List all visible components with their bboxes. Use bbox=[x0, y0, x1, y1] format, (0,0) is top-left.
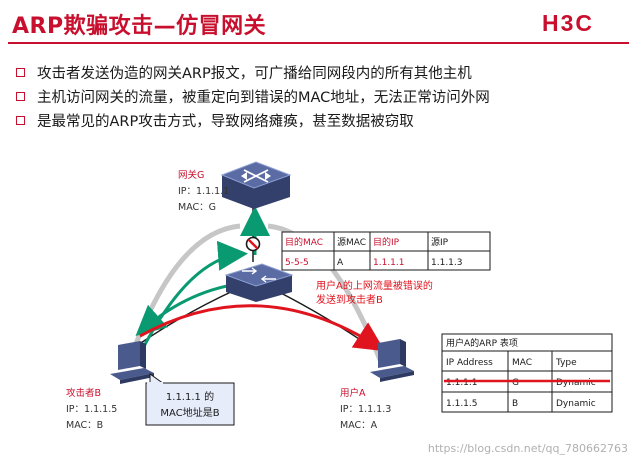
callout-line-2: MAC地址是B bbox=[160, 406, 219, 419]
attacker-mac: MAC：B bbox=[66, 420, 103, 431]
red-flow-arrow bbox=[139, 304, 386, 352]
user-name: 用户A bbox=[340, 387, 366, 399]
arp-header-ip: IP Address bbox=[446, 358, 493, 368]
arp-table-title: 用户A的ARP 表项 bbox=[446, 337, 518, 349]
packet-table: 目的MAC 源MAC 目的IP 源IP 5-5-5 A 1.1.1.1 1.1.… bbox=[281, 231, 491, 271]
arp-row-2-type: Dynamic bbox=[556, 399, 596, 409]
packet-header-dst-mac: 目的MAC bbox=[285, 236, 323, 248]
title-divider bbox=[8, 42, 629, 44]
packet-value-dst-ip: 1.1.1.1 bbox=[373, 258, 405, 268]
gateway-mac: MAC：G bbox=[178, 202, 216, 213]
bullet-item: 攻击者发送伪造的网关ARP报文，可广播给同网段内的所有其他主机 bbox=[16, 60, 490, 84]
attacker-ip: IP：1.1.1.5 bbox=[66, 404, 117, 415]
watermark-text: https://blog.csdn.net/qq_780662763 bbox=[428, 442, 628, 455]
svg-text:用户A的上网流量被错误的: 用户A的上网流量被错误的 bbox=[316, 279, 433, 292]
user-computer-icon bbox=[370, 339, 414, 382]
packet-value-dst-mac: 5-5-5 bbox=[285, 258, 309, 268]
arp-row-1-type: Dynamic bbox=[556, 378, 596, 388]
user-mac: MAC：A bbox=[340, 420, 378, 431]
switch-icon bbox=[224, 263, 294, 302]
attacker-name: 攻击者B bbox=[66, 387, 101, 399]
packet-header-src-mac: 源MAC bbox=[337, 237, 366, 248]
square-bullet-icon bbox=[16, 91, 25, 101]
gateway-name: 网关G bbox=[178, 169, 204, 181]
h3c-logo: H3C bbox=[542, 10, 595, 36]
arp-row-2-mac: B bbox=[512, 399, 518, 409]
arp-row-1-ip: 1.1.1.1 bbox=[446, 378, 478, 388]
attacker-computer-icon bbox=[110, 341, 154, 384]
packet-header-dst-ip: 目的IP bbox=[373, 236, 400, 248]
callout-line-1: 1.1.1.1 的 bbox=[166, 390, 214, 403]
router-icon bbox=[220, 161, 292, 209]
user-ip: IP：1.1.1.3 bbox=[340, 404, 391, 415]
arp-table: 用户A的ARP 表项 IP Address MAC Type 1.1.1.1 G… bbox=[441, 333, 613, 413]
blocked-icon bbox=[245, 236, 261, 252]
page-title: ARP欺骗攻击—仿冒网关 bbox=[12, 14, 267, 39]
arp-row-2-ip: 1.1.1.5 bbox=[446, 399, 478, 409]
bullet-item: 是最常见的ARP攻击方式，导致网络瘫痪，甚至数据被窃取 bbox=[16, 108, 490, 132]
redirect-annotation: 用户A的上网流量被错误的 发送到攻击者B bbox=[316, 279, 433, 306]
arp-row-1-mac: G bbox=[512, 378, 519, 388]
bullet-item: 主机访问网关的流量，被重定向到错误的MAC地址，无法正常访问外网 bbox=[16, 84, 490, 108]
packet-value-src-mac: A bbox=[337, 258, 344, 268]
square-bullet-icon bbox=[16, 115, 25, 125]
arp-header-type: Type bbox=[555, 358, 577, 368]
packet-header-src-ip: 源IP bbox=[431, 237, 449, 248]
packet-value-src-ip: 1.1.1.3 bbox=[431, 258, 463, 268]
arp-header-mac: MAC bbox=[512, 358, 532, 368]
gateway-ip: IP：1.1.1.1 bbox=[178, 186, 229, 197]
mac-callout: 1.1.1.1 的 MAC地址是B bbox=[145, 373, 235, 426]
square-bullet-icon bbox=[16, 67, 25, 77]
svg-text:发送到攻击者B: 发送到攻击者B bbox=[316, 293, 383, 306]
bullet-list: 攻击者发送伪造的网关ARP报文，可广播给同网段内的所有其他主机 主机访问网关的流… bbox=[16, 60, 490, 132]
